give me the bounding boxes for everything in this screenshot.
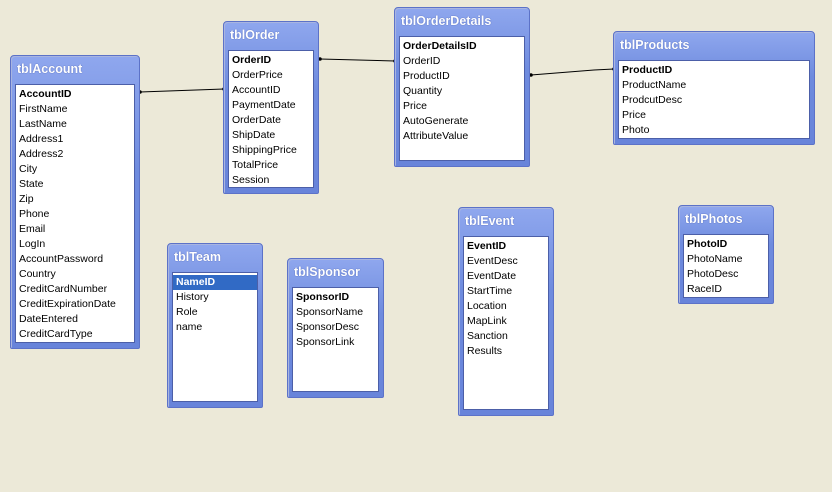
field-row-pk[interactable]: PhotoID xyxy=(687,238,728,250)
field-row[interactable]: LastName xyxy=(19,118,67,130)
field-row[interactable]: FirstName xyxy=(19,103,68,115)
table-title[interactable]: tblAccount xyxy=(17,62,83,76)
rel-orderdetails-products xyxy=(529,67,616,77)
field-row-pk[interactable]: AccountID xyxy=(19,88,72,100)
table-title[interactable]: tblOrderDetails xyxy=(401,14,492,28)
field-row[interactable]: LogIn xyxy=(19,238,46,250)
field-row[interactable]: Results xyxy=(467,345,503,357)
field-row[interactable]: Email xyxy=(19,223,46,235)
field-row[interactable]: AutoGenerate xyxy=(403,115,469,127)
table-title[interactable]: tblEvent xyxy=(465,214,515,228)
field-row[interactable]: ShippingPrice xyxy=(232,144,297,156)
field-row[interactable]: Session xyxy=(232,174,270,186)
field-row-pk[interactable]: EventID xyxy=(467,240,507,252)
rel-account-order xyxy=(138,87,226,94)
field-row[interactable]: Role xyxy=(176,306,198,318)
field-row[interactable]: Phone xyxy=(19,208,50,220)
field-row[interactable]: OrderID xyxy=(403,55,441,67)
table-tblTeam[interactable]: tblTeam NameID History Role name xyxy=(167,243,263,408)
table-title[interactable]: tblProducts xyxy=(620,38,690,52)
table-tblAccount[interactable]: tblAccount AccountID FirstName LastName … xyxy=(10,55,140,349)
field-row[interactable]: AccountID xyxy=(232,84,281,96)
field-row[interactable]: PaymentDate xyxy=(232,99,296,111)
field-list[interactable]: PhotoID PhotoName PhotoDesc RaceID xyxy=(683,234,769,298)
field-row[interactable]: StartTime xyxy=(467,285,513,297)
table-tblProducts[interactable]: tblProducts ProductID ProductName Prodcu… xyxy=(613,31,815,145)
field-row[interactable]: PhotoName xyxy=(687,253,743,265)
field-row[interactable]: AttributeValue xyxy=(403,130,469,142)
field-row-pk-selected[interactable]: NameID xyxy=(173,275,257,290)
field-row[interactable]: Address2 xyxy=(19,148,64,160)
field-row[interactable]: Quantity xyxy=(403,85,443,97)
field-row[interactable]: ShipDate xyxy=(232,129,276,141)
field-row[interactable]: CreditCardType xyxy=(19,328,93,340)
field-row[interactable]: Price xyxy=(403,100,427,112)
field-row[interactable]: Address1 xyxy=(19,133,64,145)
field-row[interactable]: City xyxy=(19,163,38,175)
field-row[interactable]: DateEntered xyxy=(19,313,78,325)
rel-order-orderdetails xyxy=(318,57,397,63)
field-row[interactable]: EventDate xyxy=(467,270,517,282)
table-title[interactable]: tblPhotos xyxy=(685,212,743,226)
field-row[interactable]: Sanction xyxy=(467,330,508,342)
field-row[interactable]: name xyxy=(176,321,203,333)
field-row[interactable]: EventDesc xyxy=(467,255,518,267)
field-row-pk[interactable]: OrderID xyxy=(232,54,272,66)
field-row[interactable]: MapLink xyxy=(467,315,507,327)
table-title[interactable]: tblTeam xyxy=(174,250,221,264)
field-row[interactable]: Country xyxy=(19,268,56,280)
field-list[interactable]: OrderID OrderPrice AccountID PaymentDate… xyxy=(228,50,314,188)
field-row[interactable]: History xyxy=(176,291,209,303)
field-row-pk[interactable]: OrderDetailsID xyxy=(403,40,477,52)
field-row[interactable]: Location xyxy=(467,300,507,312)
field-list[interactable]: AccountID FirstName LastName Address1 Ad… xyxy=(15,84,135,343)
field-row[interactable]: ProductName xyxy=(622,79,687,91)
field-row[interactable]: Price xyxy=(622,109,646,121)
table-tblSponsor[interactable]: tblSponsor SponsorID SponsorName Sponsor… xyxy=(287,258,384,398)
field-row[interactable]: CreditExpirationDate xyxy=(19,298,116,310)
field-row[interactable]: SponsorLink xyxy=(296,336,355,348)
field-row[interactable]: PhotoDesc xyxy=(687,268,739,280)
field-row[interactable]: State xyxy=(19,178,44,190)
field-row[interactable]: Photo xyxy=(622,124,650,136)
field-row[interactable]: Zip xyxy=(19,193,34,205)
field-list[interactable]: EventID EventDesc EventDate StartTime Lo… xyxy=(463,236,549,410)
field-row[interactable]: OrderDate xyxy=(232,114,282,126)
field-list[interactable]: SponsorID SponsorName SponsorDesc Sponso… xyxy=(292,287,379,392)
field-row[interactable]: AccountPassword xyxy=(19,253,104,265)
table-tblOrder[interactable]: tblOrder OrderID OrderPrice AccountID Pa… xyxy=(223,21,319,194)
table-title[interactable]: tblSponsor xyxy=(294,265,360,279)
field-list[interactable]: OrderDetailsID OrderID ProductID Quantit… xyxy=(399,36,525,161)
table-title[interactable]: tblOrder xyxy=(230,28,280,42)
field-row[interactable]: ProdcutDesc xyxy=(622,94,683,106)
field-list[interactable]: ProductID ProductName ProdcutDesc Price … xyxy=(618,60,810,139)
field-row-pk[interactable]: ProductID xyxy=(622,64,673,76)
field-row-pk[interactable]: SponsorID xyxy=(296,291,350,303)
table-tblEvent[interactable]: tblEvent EventID EventDesc EventDate Sta… xyxy=(458,207,554,416)
field-row[interactable]: OrderPrice xyxy=(232,69,283,81)
field-row[interactable]: SponsorName xyxy=(296,306,364,318)
field-row[interactable]: SponsorDesc xyxy=(296,321,360,333)
field-row[interactable]: RaceID xyxy=(687,283,723,295)
field-row[interactable]: TotalPrice xyxy=(232,159,279,171)
field-row[interactable]: CreditCardNumber xyxy=(19,283,108,295)
field-list[interactable]: NameID History Role name xyxy=(172,272,258,402)
field-row[interactable]: ProductID xyxy=(403,70,450,82)
table-tblOrderDetails[interactable]: tblOrderDetails OrderDetailsID OrderID P… xyxy=(394,7,530,167)
table-tblPhotos[interactable]: tblPhotos PhotoID PhotoName PhotoDesc Ra… xyxy=(678,205,774,304)
